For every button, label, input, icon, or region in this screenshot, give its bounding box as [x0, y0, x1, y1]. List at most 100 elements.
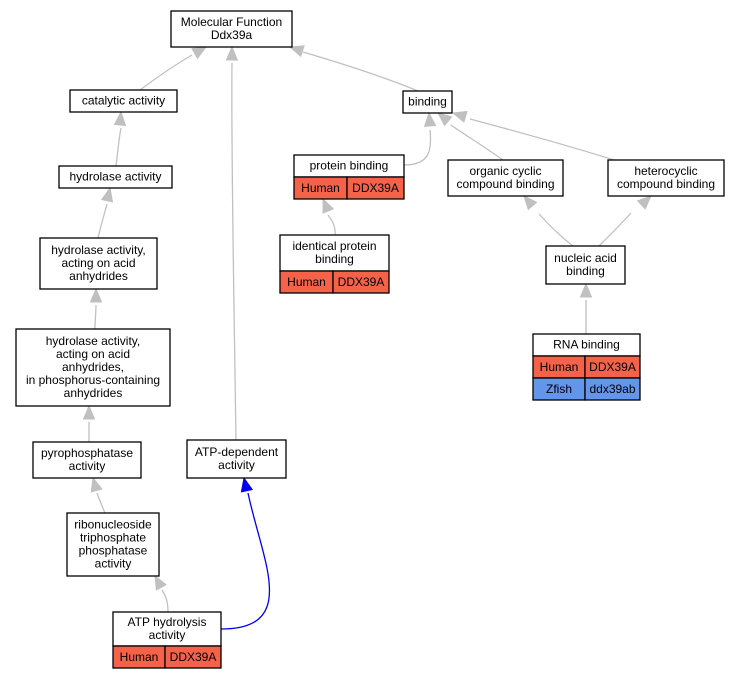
node-hydro_anh[interactable]: hydrolase activity,acting on acidanhydri…	[39, 237, 158, 290]
node-label-line: identical protein	[292, 239, 376, 253]
edge-line	[96, 492, 106, 514]
node-label-line: nucleic acid	[554, 251, 617, 265]
node-ribo[interactable]: ribonucleosidetriphosphatephosphataseact…	[66, 512, 160, 577]
node-label-line: binding	[566, 264, 605, 278]
arrowhead	[322, 197, 335, 214]
edge-rnabind-to-nucacid	[579, 282, 593, 335]
edge-identbind-to-protbind	[322, 197, 336, 236]
edge-line	[94, 304, 97, 330]
node-box	[545, 245, 626, 285]
edge-hydro_phos-to-hydro_anh	[89, 287, 103, 330]
edge-nucacid-to-hetcyc	[598, 195, 652, 247]
node-label-line: anhydrides	[69, 269, 128, 283]
edge-line	[327, 214, 336, 236]
node-label-line: Molecular Function	[181, 15, 282, 29]
arrowhead	[89, 287, 103, 303]
node-label-line: phosphatase	[79, 544, 148, 558]
node-box	[66, 512, 160, 577]
gene-label[interactable]: DDX39A	[589, 360, 636, 374]
node-label-line: Ddx39a	[211, 28, 253, 42]
arrowhead	[113, 110, 127, 126]
edge-hydro_anh-to-hydrolase	[97, 186, 114, 239]
node-hydrolase[interactable]: hydrolase activity	[58, 165, 173, 189]
node-label-line: binding	[315, 252, 354, 266]
species-label: Human	[540, 360, 579, 374]
node-hydro_phos[interactable]: hydrolase activity,acting on acidanhydri…	[15, 328, 171, 407]
edge-pyro-to-hydro_phos	[82, 404, 96, 442]
node-label-line: triphosphate	[80, 531, 146, 545]
edge-line	[598, 212, 632, 247]
node-binding[interactable]: binding	[402, 90, 453, 114]
node-box	[447, 159, 564, 197]
node-label-line: ATP-dependent	[195, 445, 279, 459]
node-label-line: ATP hydrolysis	[128, 615, 207, 629]
gene-label[interactable]: DDX39A	[352, 181, 399, 195]
node-label-line: compound binding	[456, 177, 554, 191]
node-box	[58, 165, 173, 189]
arrowhead	[437, 112, 453, 127]
node-label-line: activity	[149, 628, 186, 642]
node-box	[607, 159, 725, 197]
arrowhead	[154, 574, 168, 591]
node-label-line: compound binding	[617, 177, 715, 191]
edge-protbind-to-binding	[403, 111, 437, 166]
arrowhead	[423, 111, 437, 127]
edge-line	[403, 129, 432, 166]
edge-atpdep-to-mf	[225, 45, 239, 441]
gene-label[interactable]: DDX39A	[170, 650, 217, 664]
node-label-line: hydrolase activity,	[46, 334, 140, 348]
arrowhead	[90, 476, 103, 493]
edge-ribo-to-pyro	[90, 476, 106, 514]
node-label-line: hydrolase activity	[69, 170, 161, 184]
edge-line	[450, 124, 504, 161]
node-box	[39, 237, 158, 290]
node-label-line: binding	[408, 95, 447, 109]
node-box	[186, 439, 287, 479]
node-label-line: catalytic activity	[82, 94, 165, 108]
arrowhead	[100, 186, 114, 203]
gene-cell[interactable]	[584, 377, 641, 401]
node-label-line: RNA binding	[553, 338, 620, 352]
gene-label[interactable]: ddx39ab	[589, 382, 635, 396]
gene-cell[interactable]	[346, 176, 405, 200]
gene-cell[interactable]	[332, 270, 390, 294]
arrowhead	[579, 282, 593, 298]
edge-hydrolase-to-catalytic	[113, 110, 127, 167]
node-label-line: ribonucleoside	[74, 518, 152, 532]
node-box	[170, 10, 293, 48]
node-catalytic[interactable]: catalytic activity	[69, 89, 178, 113]
arrowhead	[240, 476, 254, 493]
node-label-line: hydrolase activity,	[51, 243, 145, 257]
edge-line	[231, 62, 237, 441]
arrowhead	[225, 45, 239, 61]
edge-line	[469, 118, 615, 161]
gene-label[interactable]: DDX39A	[338, 275, 385, 289]
gene-cell[interactable]	[164, 645, 222, 669]
species-label: Zfish	[546, 382, 572, 396]
edge-hetcyc-to-binding	[451, 110, 615, 161]
arrowhead	[288, 45, 305, 58]
arrowhead	[191, 46, 208, 60]
species-label: Human	[120, 650, 159, 664]
node-label-line: organic cyclic	[469, 164, 541, 178]
node-box	[32, 441, 142, 479]
node-box	[402, 90, 453, 114]
edge-atphyd-to-ribo	[154, 574, 169, 613]
arrowhead	[523, 195, 538, 211]
edge-line	[302, 51, 419, 92]
node-label-line: acting on acid	[61, 256, 135, 270]
arrowhead	[636, 195, 652, 210]
node-label-line: activity	[218, 458, 255, 472]
edge-catalytic-to-mf	[139, 46, 208, 91]
